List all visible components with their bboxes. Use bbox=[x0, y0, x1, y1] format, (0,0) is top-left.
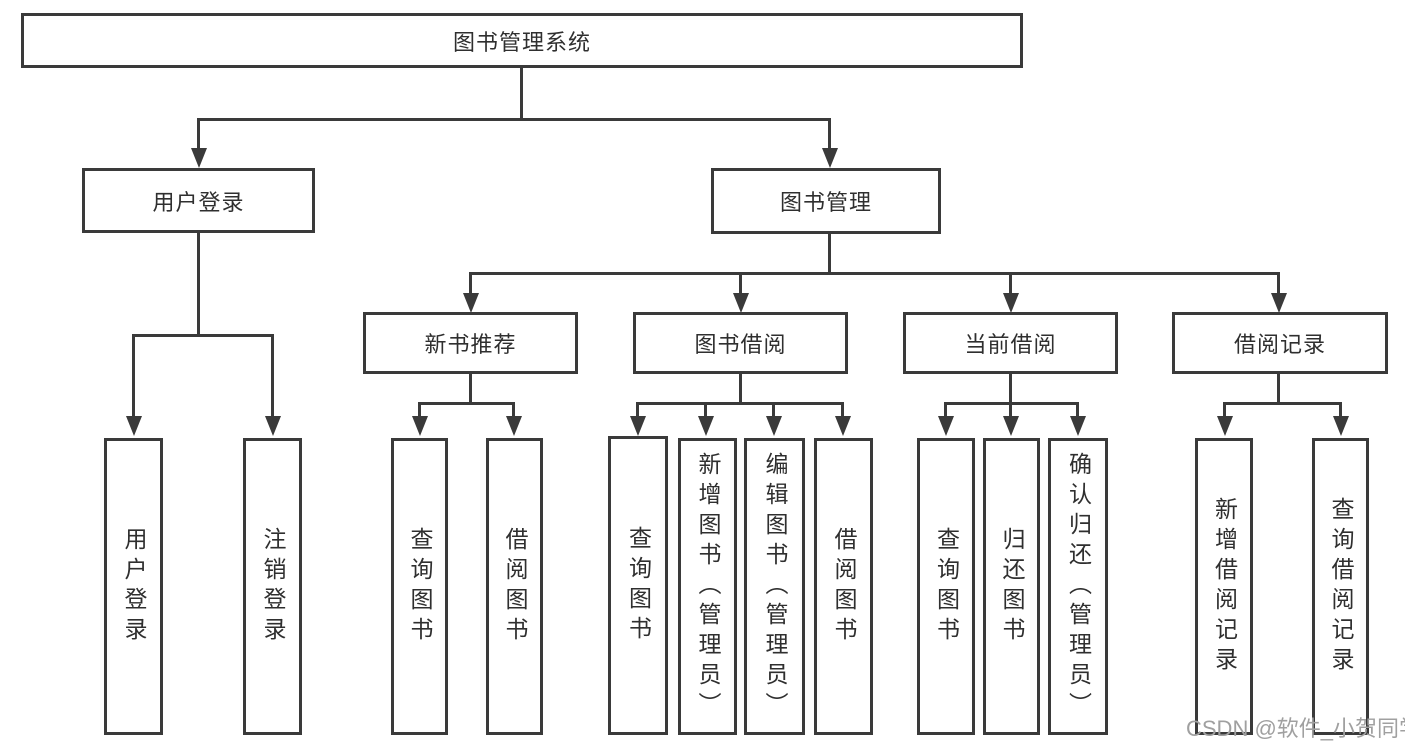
node-book-management-label: 图书管理 bbox=[779, 190, 872, 215]
arrowhead-borrow-records bbox=[1271, 293, 1287, 313]
connector-new-book-trunk bbox=[469, 374, 472, 405]
node-new-book-recommend: 新书推荐 bbox=[363, 312, 578, 374]
connector-drop-g4-return bbox=[1009, 402, 1012, 418]
leaf-borrowing-edit-books-admin: 编辑图书（管理员） bbox=[744, 438, 805, 735]
connector-drop-g2-query bbox=[418, 402, 421, 418]
arrowhead-g4-confirm bbox=[1070, 416, 1086, 436]
connector-drop-g3-borrow bbox=[841, 402, 844, 418]
node-user-login: 用户登录 bbox=[82, 168, 315, 233]
leaf-current-return-books-label: 归还图书 bbox=[999, 526, 1025, 647]
node-borrowing-records-label: 借阅记录 bbox=[1233, 332, 1326, 357]
leaf-recommend-borrow-books-label: 借阅图书 bbox=[502, 526, 528, 647]
leaf-borrowing-borrow-books-label: 借阅图书 bbox=[831, 526, 857, 647]
leaf-user-login: 用户登录 bbox=[104, 438, 163, 735]
leaf-borrowing-add-books-admin: 新增图书（管理员） bbox=[678, 438, 737, 735]
connector-book-borrow-branch bbox=[636, 402, 844, 405]
leaf-records-query-record-label: 查询借阅记录 bbox=[1328, 496, 1354, 677]
leaf-logout-label: 注销登录 bbox=[260, 526, 286, 647]
arrowhead-leaf-logout bbox=[265, 416, 281, 436]
node-root: 图书管理系统 bbox=[21, 13, 1023, 68]
arrowhead-g2-query bbox=[412, 416, 428, 436]
connector-user-login-branch bbox=[132, 334, 273, 337]
node-new-book-recommend-label: 新书推荐 bbox=[424, 332, 517, 357]
leaf-recommend-query-books: 查询图书 bbox=[391, 438, 448, 735]
leaf-borrowing-edit-books-admin-label: 编辑图书（管理员） bbox=[762, 451, 788, 722]
arrowhead-g3-add bbox=[698, 416, 714, 436]
arrowhead-book-borrow bbox=[733, 293, 749, 313]
connector-drop-book-mgmt bbox=[828, 118, 831, 151]
connector-book-mgmt-trunk bbox=[828, 234, 831, 275]
csdn-watermark: CSDN @软件_小贺同学 bbox=[1186, 716, 1405, 741]
arrowhead-g4-return bbox=[1003, 416, 1019, 436]
connector-drop-g2-borrow bbox=[512, 402, 515, 418]
connector-drop-g4-confirm bbox=[1076, 402, 1079, 418]
leaf-current-confirm-return-admin: 确认归还（管理员） bbox=[1048, 438, 1108, 735]
arrowhead-book-mgmt bbox=[822, 148, 838, 168]
connector-book-borrow-trunk bbox=[739, 374, 742, 405]
connector-borrow-records-branch bbox=[1223, 402, 1342, 405]
connector-drop-g4-query bbox=[944, 402, 947, 418]
leaf-logout: 注销登录 bbox=[243, 438, 302, 735]
connector-drop-leaf-user-login bbox=[132, 334, 135, 418]
leaf-borrowing-borrow-books: 借阅图书 bbox=[814, 438, 873, 735]
arrowhead-new-book bbox=[463, 293, 479, 313]
arrowhead-g5-add bbox=[1217, 416, 1233, 436]
leaf-borrowing-add-books-admin-label: 新增图书（管理员） bbox=[695, 451, 721, 722]
arrowhead-g5-query bbox=[1333, 416, 1349, 436]
arrowhead-g3-edit bbox=[766, 416, 782, 436]
arrowhead-current-borrow bbox=[1003, 293, 1019, 313]
arrowhead-g4-query bbox=[938, 416, 954, 436]
arrowhead-g3-borrow bbox=[835, 416, 851, 436]
connector-drop-g3-query bbox=[636, 402, 639, 418]
leaf-current-query-books: 查询图书 bbox=[917, 438, 975, 735]
leaf-current-query-books-label: 查询图书 bbox=[933, 526, 960, 647]
connector-drop-g3-add bbox=[704, 402, 707, 418]
connector-drop-book-borrow bbox=[739, 272, 742, 294]
node-root-label: 图书管理系统 bbox=[452, 29, 591, 55]
leaf-records-query-record: 查询借阅记录 bbox=[1312, 438, 1369, 735]
connector-drop-g5-add bbox=[1223, 402, 1226, 418]
arrowhead-leaf-user-login bbox=[126, 416, 142, 436]
arrowhead-g3-query bbox=[630, 416, 646, 436]
connector-drop-borrow-records bbox=[1277, 272, 1280, 294]
leaf-records-add-record-label: 新增借阅记录 bbox=[1211, 496, 1238, 677]
node-book-borrowing-label: 图书借阅 bbox=[694, 332, 787, 357]
connector-drop-g3-edit bbox=[772, 402, 775, 418]
connector-level3-branch bbox=[470, 272, 1280, 275]
connector-drop-g5-query bbox=[1339, 402, 1342, 418]
connector-drop-leaf-logout bbox=[271, 334, 274, 418]
connector-drop-new-book bbox=[469, 272, 472, 294]
connector-user-login-trunk bbox=[197, 233, 200, 336]
leaf-borrowing-query-books-label: 查询图书 bbox=[625, 525, 652, 646]
leaf-current-return-books: 归还图书 bbox=[983, 438, 1040, 735]
connector-level2-branch bbox=[197, 118, 831, 121]
node-current-borrowing-label: 当前借阅 bbox=[964, 332, 1057, 357]
connector-drop-user-login bbox=[197, 118, 200, 151]
leaf-borrowing-query-books: 查询图书 bbox=[608, 436, 668, 735]
node-current-borrowing: 当前借阅 bbox=[903, 312, 1118, 374]
node-user-login-label: 用户登录 bbox=[152, 189, 245, 215]
connector-borrow-records-trunk bbox=[1277, 374, 1280, 405]
leaf-current-confirm-return-admin-label: 确认归还（管理员） bbox=[1065, 451, 1092, 722]
leaf-recommend-borrow-books: 借阅图书 bbox=[486, 438, 543, 735]
connector-new-book-branch bbox=[418, 402, 515, 405]
leaf-records-add-record: 新增借阅记录 bbox=[1195, 438, 1253, 735]
connector-current-borrow-trunk bbox=[1009, 374, 1012, 405]
connector-drop-current-borrow bbox=[1009, 272, 1012, 294]
node-borrowing-records: 借阅记录 bbox=[1172, 312, 1388, 374]
node-book-borrowing: 图书借阅 bbox=[633, 312, 848, 374]
arrowhead-g2-borrow bbox=[506, 416, 522, 436]
arrowhead-user-login bbox=[191, 148, 207, 168]
node-book-management: 图书管理 bbox=[711, 168, 941, 234]
leaf-recommend-query-books-label: 查询图书 bbox=[407, 526, 433, 647]
connector-root-trunk bbox=[520, 68, 523, 121]
leaf-user-login-label: 用户登录 bbox=[121, 526, 147, 647]
